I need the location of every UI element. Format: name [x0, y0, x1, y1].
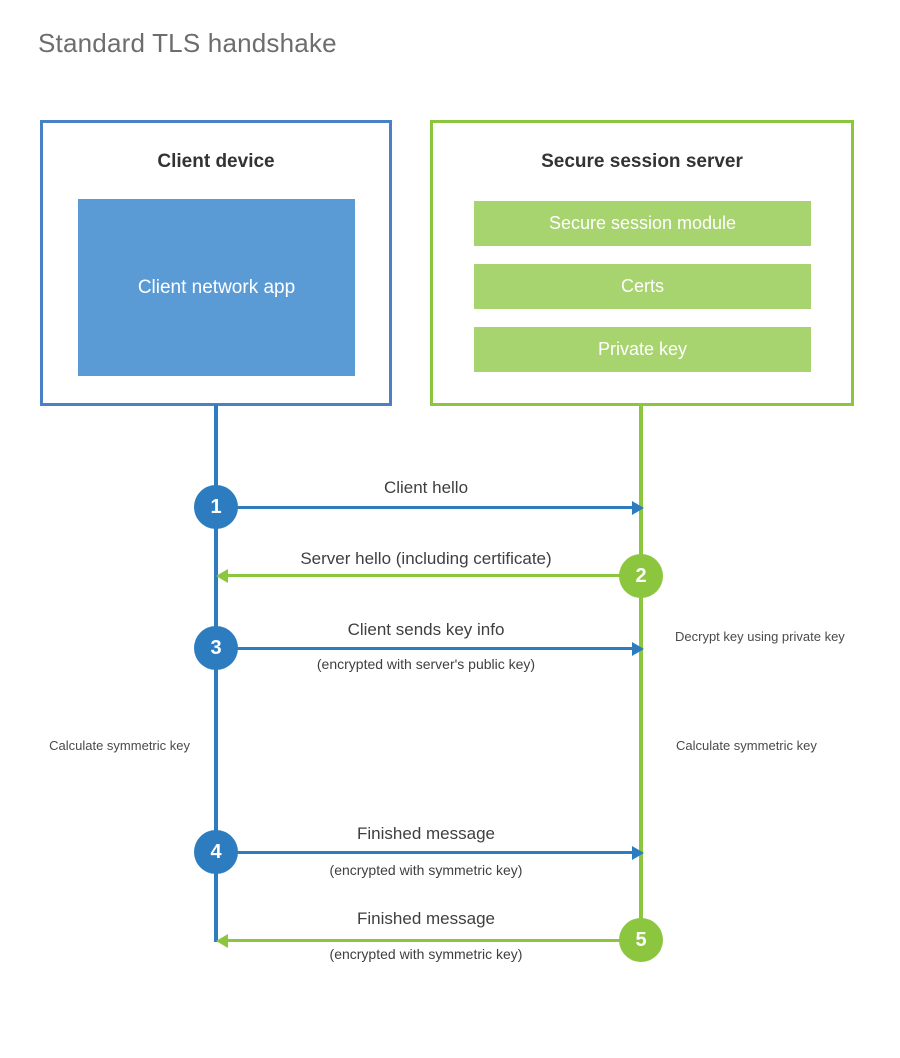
client-device-box: Client device Client network app	[40, 120, 392, 406]
note-client-calculate-symmetric-key: Calculate symmetric key	[49, 738, 190, 753]
step-marker-1: 1	[194, 485, 238, 529]
step-4-arrow-head-icon	[632, 846, 644, 860]
step-2-arrow-line	[222, 574, 626, 577]
server-component-certs: Certs	[474, 264, 811, 309]
server-component-private-key: Private key	[474, 327, 811, 372]
server-lifeline	[639, 405, 643, 942]
step-1-arrow-head-icon	[632, 501, 644, 515]
secure-session-server-title: Secure session server	[541, 151, 743, 172]
step-4-arrow-line	[216, 851, 636, 854]
step-3-arrow-line	[216, 647, 636, 650]
step-marker-3: 3	[194, 626, 238, 670]
client-device-title: Client device	[157, 151, 275, 172]
step-4-message-sublabel: (encrypted with symmetric key)	[329, 862, 523, 878]
step-3-message-sublabel: (encrypted with server's public key)	[316, 656, 536, 672]
step-3-message-label: Client sends key info	[347, 620, 505, 639]
note-server-calculate-symmetric-key: Calculate symmetric key	[676, 738, 817, 753]
step-marker-4: 4	[194, 830, 238, 874]
step-2-message-label: Server hello (including certificate)	[300, 549, 552, 568]
step-4-message-label: Finished message	[357, 824, 495, 843]
note-decrypt-key: Decrypt key using private key	[675, 629, 845, 644]
client-lifeline	[214, 405, 218, 942]
step-5-arrow-line	[222, 939, 626, 942]
step-2-arrow-head-icon	[216, 569, 228, 583]
step-1-arrow-line	[216, 506, 636, 509]
step-5-message-label: Finished message	[357, 909, 495, 928]
client-network-app-block: Client network app	[78, 199, 355, 376]
server-component-secure-session-module: Secure session module	[474, 201, 811, 246]
step-marker-2: 2	[619, 554, 663, 598]
step-marker-5: 5	[619, 918, 663, 962]
secure-session-server-box: Secure session server Secure session mod…	[430, 120, 854, 406]
page-title: Standard TLS handshake	[38, 28, 337, 58]
step-3-arrow-head-icon	[632, 642, 644, 656]
step-5-message-sublabel: (encrypted with symmetric key)	[329, 946, 523, 962]
step-5-arrow-head-icon	[216, 934, 228, 948]
step-1-message-label: Client hello	[383, 478, 469, 497]
